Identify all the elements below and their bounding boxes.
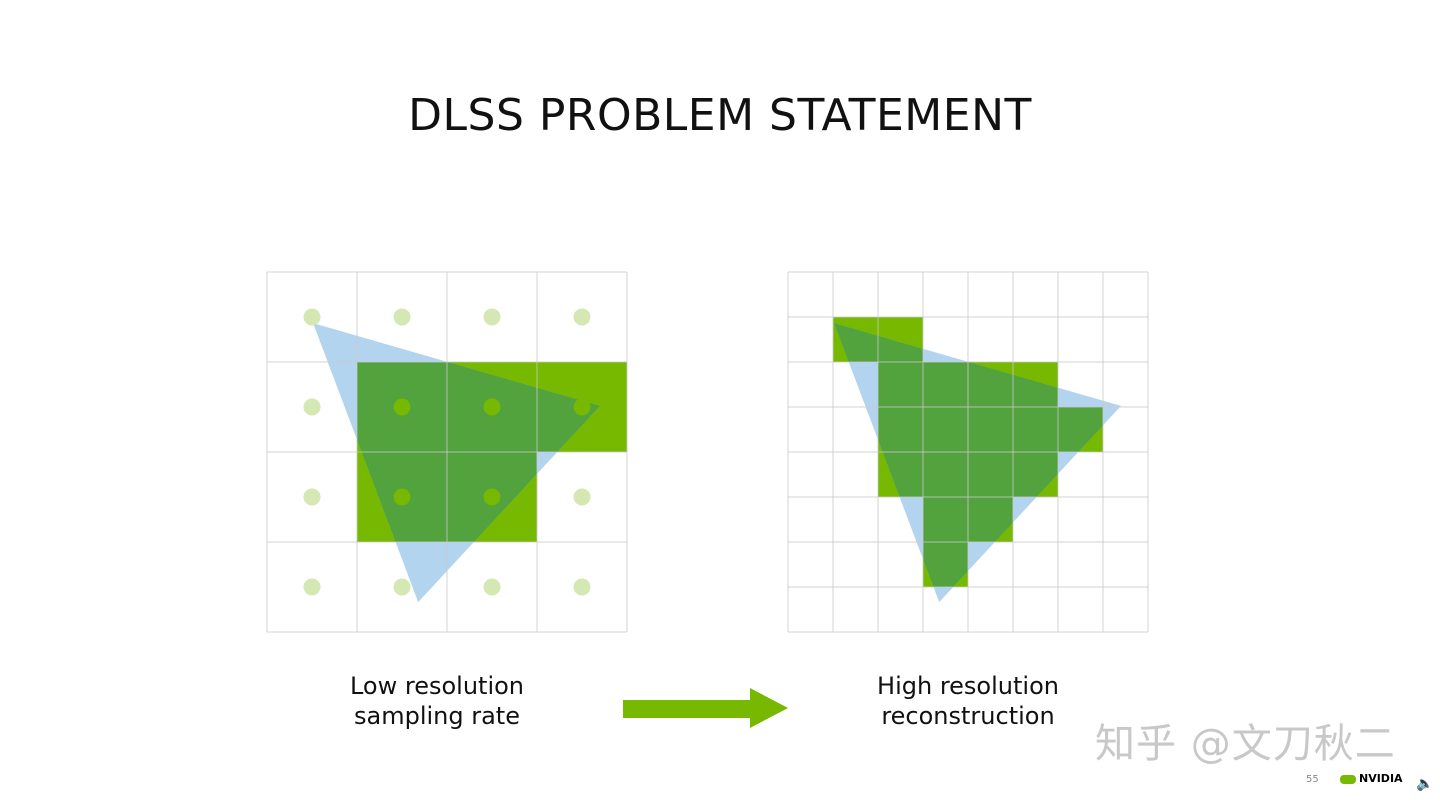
high-res-grid [787,271,1149,633]
left-caption-line1: Low resolution [349,672,525,700]
slide-title: DLSS PROBLEM STATEMENT [408,90,1032,141]
right-caption: High resolution reconstruction [818,671,1118,731]
triangle-overlap [357,362,600,542]
sample-dot [393,398,411,416]
sample-dot [573,578,591,596]
sample-dot [393,308,411,326]
left-caption-line2: sampling rate [354,702,520,730]
sample-dot [483,578,501,596]
sample-dot [573,308,591,326]
sample-dot [483,488,501,506]
sample-dot [303,578,321,596]
nvidia-eye-icon [1340,774,1356,784]
sample-dot [303,398,321,416]
watermark: 知乎 @文刀秋二 [1095,721,1396,767]
sample-dot [483,308,501,326]
sample-dot [393,488,411,506]
right-caption-line2: reconstruction [881,702,1055,730]
low-res-grid [266,271,628,633]
right-arrow-icon [623,688,788,728]
right-caption-line1: High resolution [877,672,1059,700]
left-caption: Low resolution sampling rate [287,671,587,731]
sample-dot [573,398,591,416]
speaker-icon[interactable]: 🔈 [1416,776,1434,792]
sample-dot [303,308,321,326]
page-number: 55 [1306,774,1319,785]
sample-dot [393,578,411,596]
triangle-overlap [834,323,1103,587]
sample-dot [303,488,321,506]
logo-text: NVIDIA [1359,772,1403,785]
nvidia-logo: NVIDIA [1340,772,1403,786]
sample-dot [573,488,591,506]
sample-dot [483,398,501,416]
